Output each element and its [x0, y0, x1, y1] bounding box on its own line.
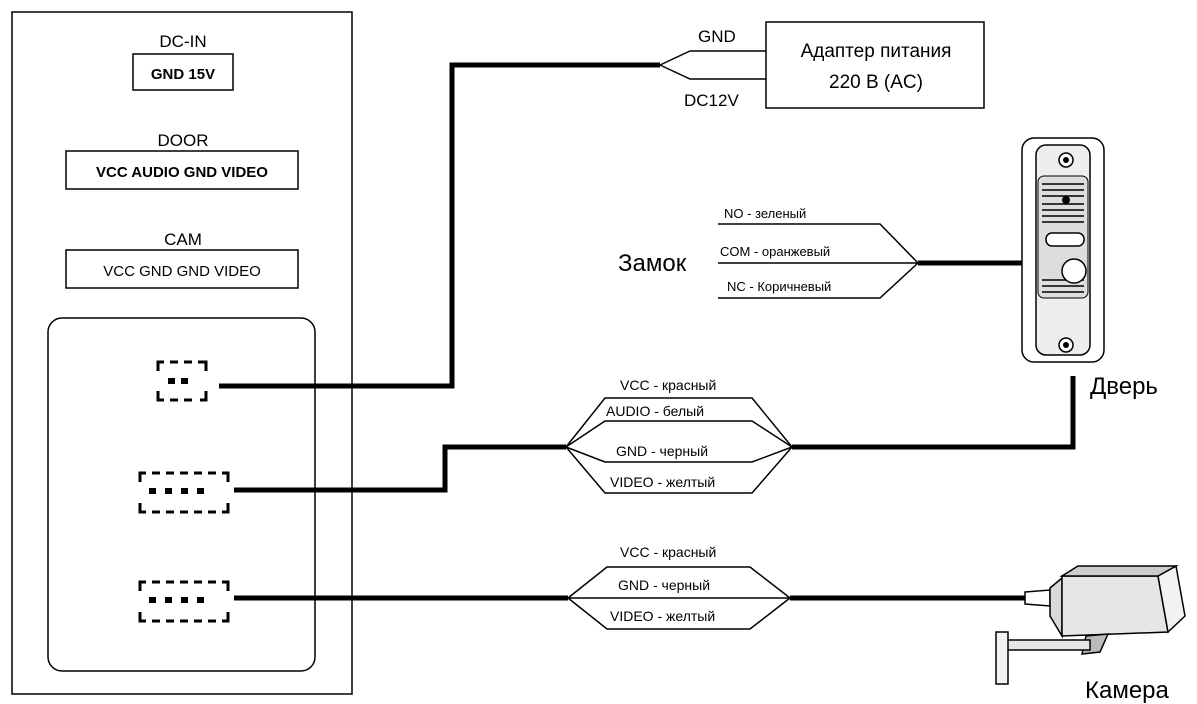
door-wire-video: VIDEO - желтый: [610, 474, 715, 490]
dc-in-title: DC-IN: [159, 32, 206, 51]
cam-pins: VCC GND GND VIDEO: [103, 263, 261, 280]
cam-connector: [138, 580, 230, 623]
power-cable-split: [659, 50, 766, 80]
power-cable: [219, 62, 660, 389]
cam-pin-box: [65, 249, 299, 289]
door-wire-vcc: VCC - красный: [620, 377, 716, 393]
dc-in-pins: GND 15V: [151, 66, 215, 83]
cam-wire-gnd: GND - черный: [618, 577, 710, 593]
dc-in-connector: [156, 360, 208, 402]
door-cable-right: [792, 376, 1076, 450]
cam-title: CAM: [164, 230, 202, 249]
device-panel: [11, 11, 353, 695]
door-wire-gnd: GND - черный: [616, 443, 708, 459]
cam-wire-bundle: [567, 566, 791, 630]
door-wire-audio: AUDIO - белый: [606, 403, 704, 419]
adapter-wire-gnd: GND: [698, 27, 736, 46]
adapter-line1: Адаптер питания: [801, 41, 952, 62]
cam-wire-video: VIDEO - желтый: [610, 608, 715, 624]
lock-label: Замок: [618, 250, 687, 277]
camera-icon: [995, 564, 1186, 685]
door-pin-box: [65, 150, 299, 190]
door-title: DOOR: [158, 131, 209, 150]
lock-fan: [718, 223, 919, 299]
connector-block: [47, 317, 316, 672]
camera-label: Камера: [1085, 677, 1170, 704]
door-wire-bundle: [565, 397, 793, 494]
adapter-wire-dc: DC12V: [684, 91, 739, 110]
door-cable-left: [234, 444, 566, 493]
lock-wire-nc: NC - Коричневый: [727, 279, 831, 294]
power-adapter-box: [765, 21, 985, 109]
door-station-label: Дверь: [1090, 373, 1158, 400]
door-connector: [138, 471, 230, 514]
cam-wire-vcc: VCC - красный: [620, 544, 716, 560]
adapter-line2: 220 В (AC): [829, 72, 923, 93]
door-pins: VCC AUDIO GND VIDEO: [96, 164, 268, 181]
dc-in-pin-box: [132, 53, 234, 91]
lock-wire-no: NO - зеленый: [724, 206, 806, 221]
door-station-icon: [1021, 137, 1105, 363]
lock-wire-com: COM - оранжевый: [720, 244, 830, 259]
